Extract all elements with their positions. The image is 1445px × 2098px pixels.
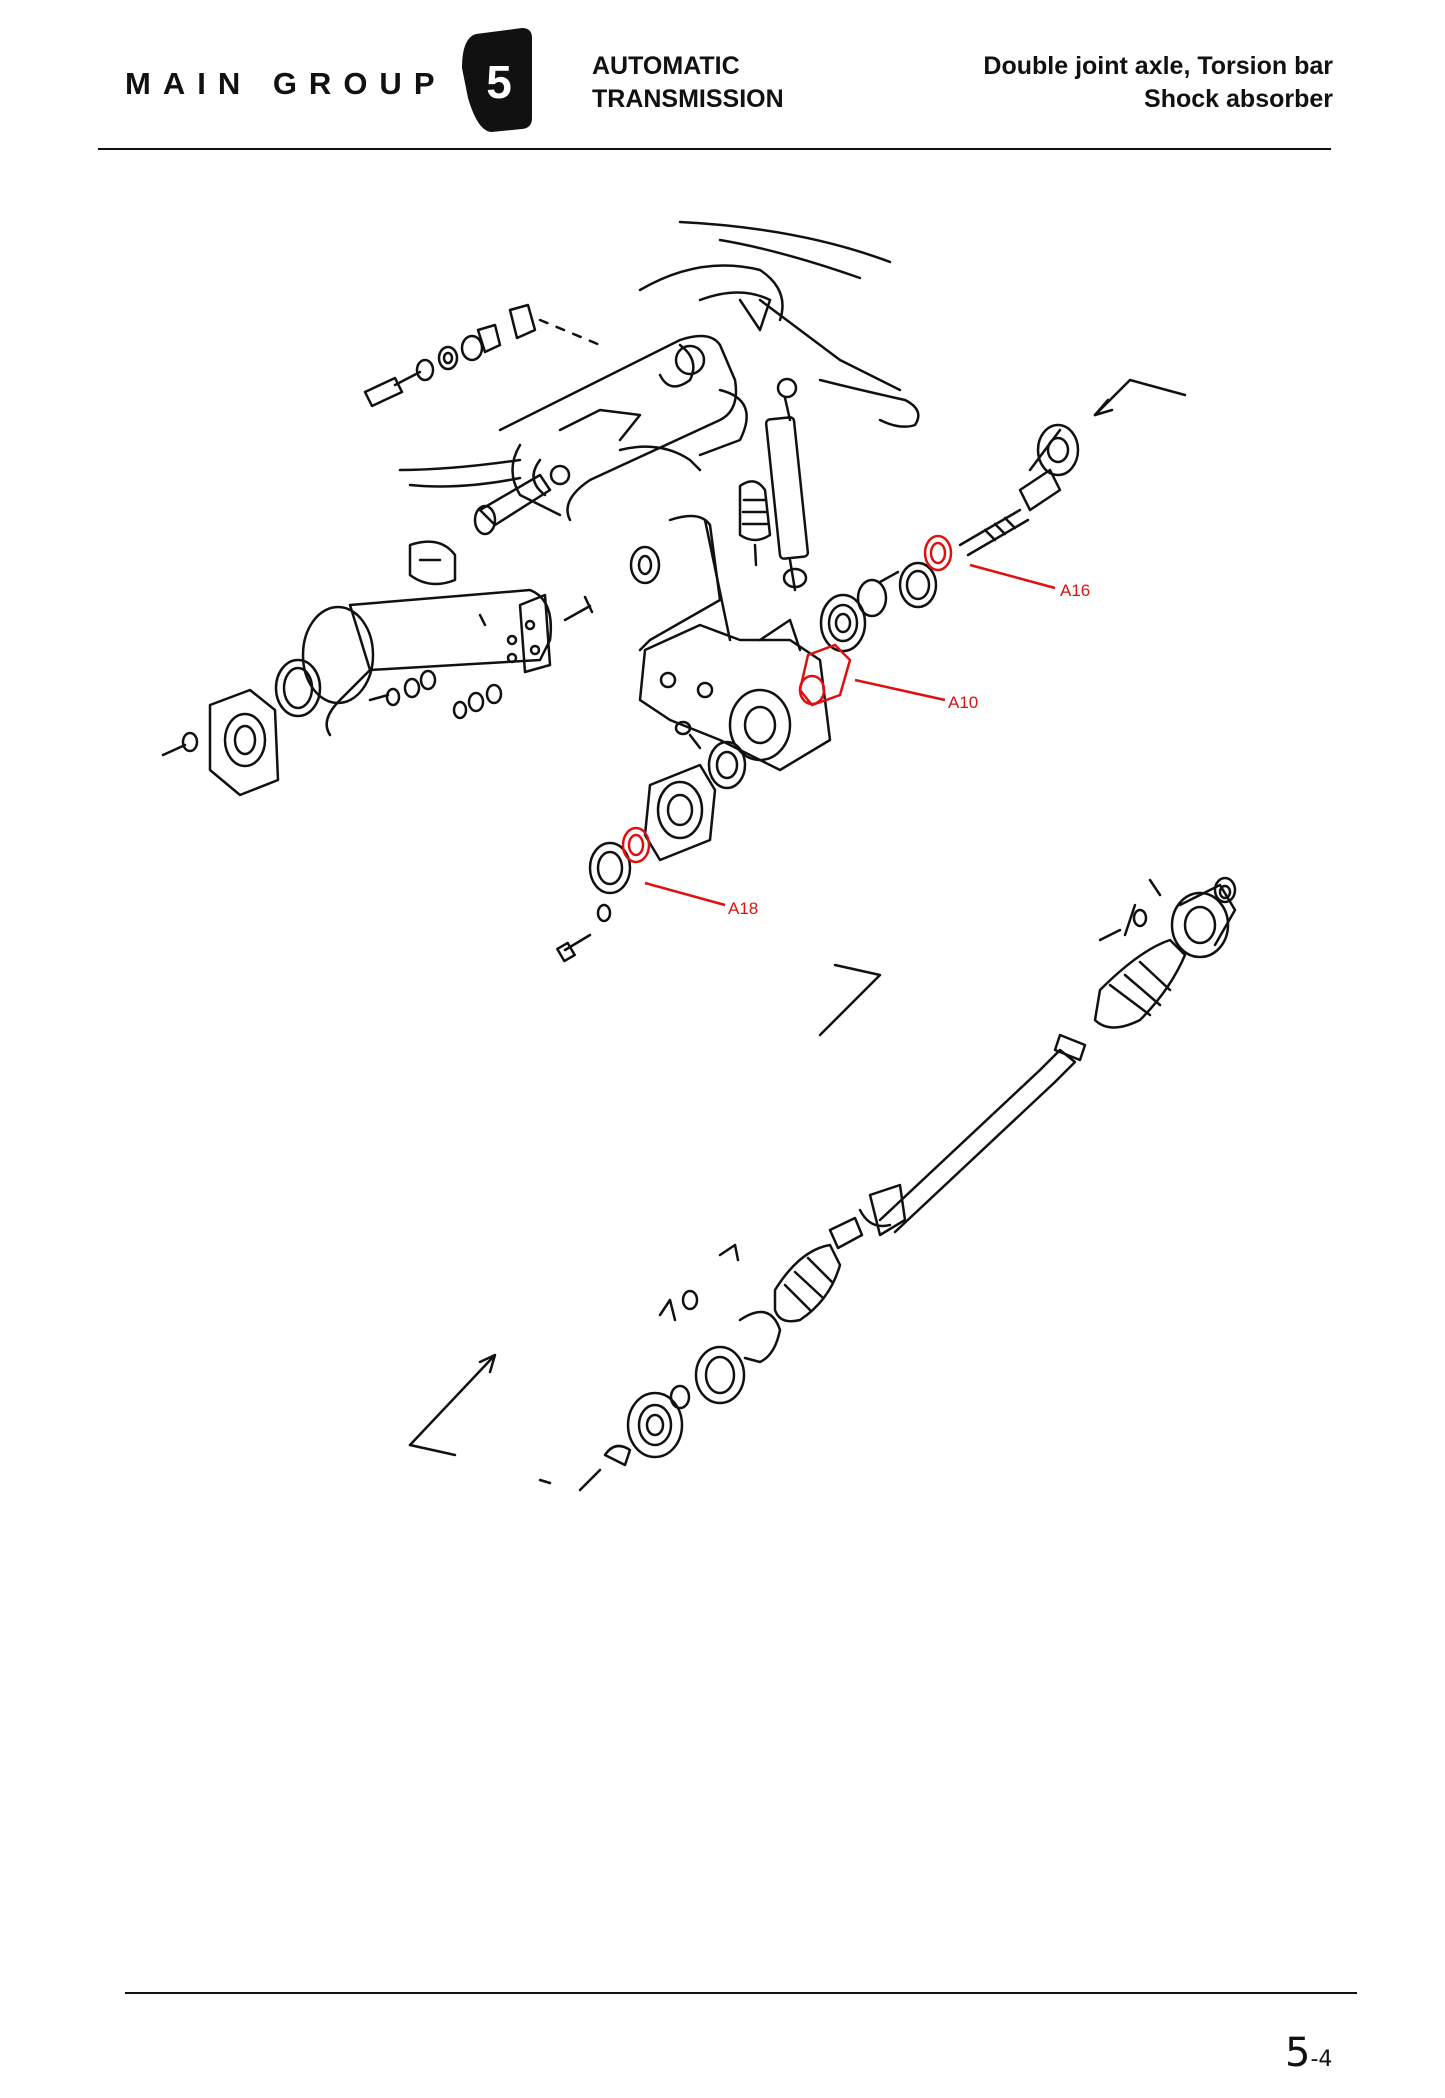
callout-a18: A18 <box>728 899 758 918</box>
bolt-lower <box>556 903 612 963</box>
body-frame-outline <box>398 220 920 488</box>
group-number: 5 <box>486 56 512 108</box>
bearing-stack-upper <box>819 561 938 653</box>
flange-bearing-lower <box>588 740 747 895</box>
shock-absorber <box>764 377 810 592</box>
page-number: 5-4 <box>1285 2030 1332 2076</box>
part-a18-seal <box>621 826 726 907</box>
subject-line-1: AUTOMATIC <box>592 52 740 80</box>
stub-axle-flange <box>958 423 1080 557</box>
callout-a10: A10 <box>948 693 978 712</box>
torsion-bar-spline <box>473 473 552 536</box>
trailing-arm <box>498 334 748 522</box>
main-group-label: MAIN GROUP <box>125 66 447 101</box>
page-number-major: 5 <box>1285 2030 1311 2076</box>
rubber-grommet <box>629 545 661 585</box>
fastener-set-left <box>161 595 594 757</box>
drive-shaft <box>858 1048 1077 1237</box>
part-a16-seal <box>923 534 1056 590</box>
description-line-1: Double joint axle, Torsion bar <box>983 52 1333 80</box>
part-a10-spacer <box>798 643 946 707</box>
callout-a16: A16 <box>1060 581 1090 600</box>
mounting-bolt-stack <box>363 303 602 408</box>
description-line-2: Shock absorber <box>1144 85 1333 113</box>
bump-stop <box>738 480 772 567</box>
footer-rule <box>125 1992 1357 1994</box>
header-rule <box>98 148 1331 150</box>
subject-title: AUTOMATIC TRANSMISSION <box>592 50 784 116</box>
spring-plate <box>301 540 553 737</box>
subject-line-2: TRANSMISSION <box>592 85 784 113</box>
highlighted-parts <box>621 534 1056 907</box>
page-number-minor: -4 <box>1310 2047 1333 2072</box>
section-description: Double joint axle, Torsion bar Shock abs… <box>983 50 1333 116</box>
group-number-badge: 5 <box>462 28 532 132</box>
seal-ring-left <box>274 658 322 718</box>
cover-plate-left <box>208 688 280 797</box>
assembly-arrows <box>408 378 1187 1492</box>
wheel-bearing-housing <box>638 514 832 772</box>
cv-joint-inner <box>603 1216 864 1467</box>
cv-joint-outer <box>1053 876 1237 1062</box>
